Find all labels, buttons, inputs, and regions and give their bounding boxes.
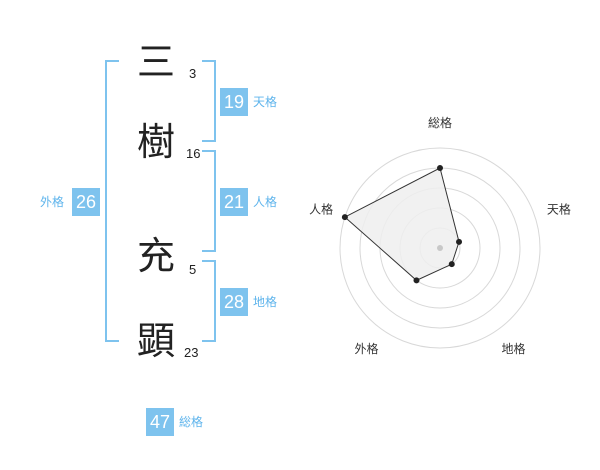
jinkaku-label: 人格 [253, 195, 278, 209]
jinkaku-bracket [202, 150, 216, 252]
soukaku-value: 47 [146, 408, 174, 436]
gaikaku-value: 26 [72, 188, 100, 216]
chikaku-label: 地格 [253, 295, 278, 309]
soukaku-label: 総格 [179, 415, 204, 429]
name-char-1: 三 [136, 40, 175, 84]
jinkaku-value: 21 [220, 188, 248, 216]
radar-axis-label-4: 外格 [355, 341, 379, 356]
radar-grid-ring [339, 147, 541, 349]
radar-point-1 [437, 165, 443, 171]
radar-center-dot [437, 245, 443, 251]
stroke-count-4: 23 [184, 345, 199, 360]
gaikaku-label: 外格 [40, 195, 65, 209]
radar-axis-label-3: 地格 [501, 341, 525, 356]
chikaku-bracket [202, 260, 216, 342]
radar-point-2 [456, 238, 463, 245]
radar-point-4 [413, 277, 420, 284]
radar-axis-label-5: 人格 [309, 201, 333, 216]
name-char-4: 顕 [136, 319, 175, 363]
radar-axis-label-2: 天格 [547, 201, 571, 216]
stroke-count-1: 3 [189, 66, 197, 81]
stroke-count-2: 16 [186, 146, 201, 161]
name-char-2: 樹 [136, 120, 175, 164]
radar-series-area [344, 167, 460, 281]
radar-point-5 [341, 214, 348, 221]
name-char-3: 充 [136, 234, 175, 278]
chikaku-value: 28 [220, 288, 248, 316]
tenkaku-label: 天格 [253, 95, 278, 109]
gaikaku-bracket [105, 60, 119, 342]
radar-axis-label-1: 総格 [428, 115, 452, 130]
tenkaku-bracket [202, 60, 216, 142]
tenkaku-value: 19 [220, 88, 248, 116]
stroke-count-3: 5 [189, 262, 197, 277]
radar-point-3 [448, 261, 455, 268]
